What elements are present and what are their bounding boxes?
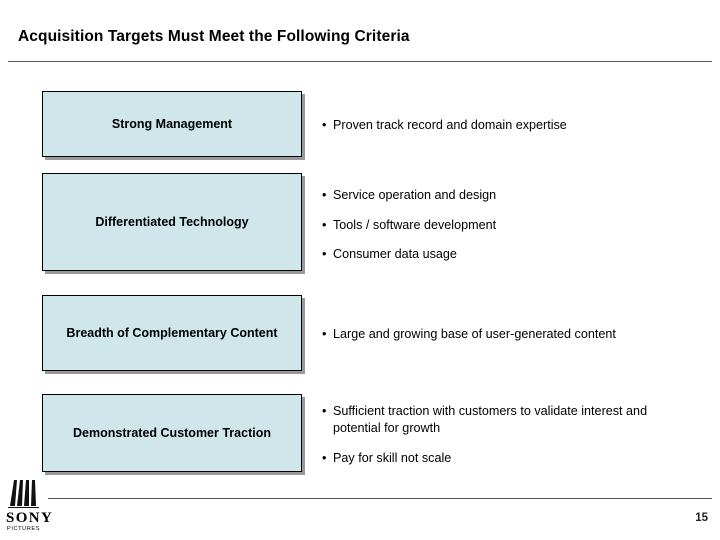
criteria-box-strong-management: Strong Management [42, 91, 302, 157]
bullet-item: • Proven track record and domain experti… [322, 117, 652, 134]
bullet-marker-icon: • [322, 118, 327, 132]
criteria-box-demonstrated-customer-traction: Demonstrated Customer Traction [42, 394, 302, 472]
bullet-text: Sufficient traction with customers to va… [333, 404, 648, 435]
bullet-text: Proven track record and domain expertise [333, 118, 567, 132]
bullet-item: • Large and growing base of user-generat… [322, 326, 682, 343]
bullet-text: Consumer data usage [333, 247, 457, 261]
criteria-box-label: Differentiated Technology [95, 214, 249, 229]
bullet-text: Pay for skill not scale [333, 451, 452, 465]
criteria-box-label: Breadth of Complementary Content [66, 325, 278, 340]
columns-icon [8, 480, 39, 508]
bullet-item: • Pay for skill not scale [322, 450, 652, 467]
sony-wordmark: SONY [6, 510, 54, 526]
bullet-marker-icon: • [322, 218, 327, 232]
bullet-marker-icon: • [322, 404, 327, 418]
bullet-marker-icon: • [322, 247, 327, 261]
bullet-item: • Tools / software development [322, 217, 652, 234]
bullet-item: • Sufficient traction with customers to … [322, 403, 672, 437]
bullet-text: Service operation and design [333, 188, 497, 202]
bullet-marker-icon: • [322, 188, 327, 202]
bullet-item: • Consumer data usage [322, 246, 652, 263]
criteria-box-differentiated-technology: Differentiated Technology [42, 173, 302, 271]
pictures-subtext: PICTURES [7, 526, 41, 532]
criteria-box-label: Strong Management [111, 116, 233, 131]
bullet-text: Large and growing base of user-generated… [333, 327, 616, 341]
bullet-marker-icon: • [322, 327, 327, 341]
criteria-box-breadth-of-complementary-content: Breadth of Complementary Content [42, 295, 302, 371]
page-title: Acquisition Targets Must Meet the Follow… [18, 28, 410, 45]
bullet-item: • Service operation and design [322, 187, 652, 204]
footer-divider [48, 498, 712, 499]
page-number: 15 [695, 512, 708, 524]
sony-pictures-logo: SONY PICTURES [6, 478, 54, 534]
bullet-marker-icon: • [322, 451, 327, 465]
bullet-text: Tools / software development [333, 218, 497, 232]
title-divider [8, 61, 712, 62]
criteria-box-label: Demonstrated Customer Traction [73, 425, 271, 440]
